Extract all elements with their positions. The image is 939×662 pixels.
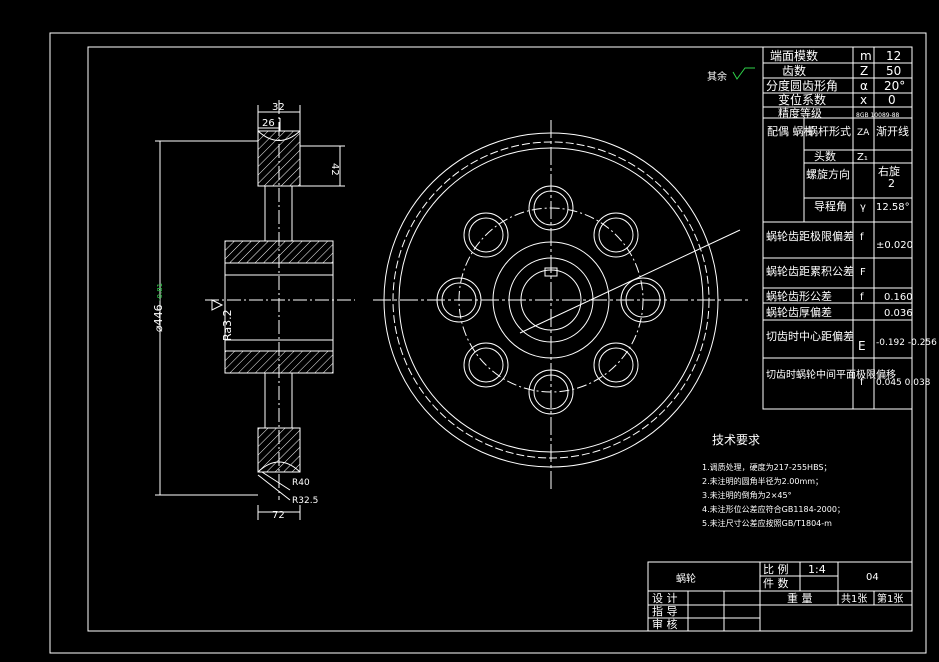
surface-note-label: 其余 (707, 70, 727, 83)
dim-r-outer: R40 (292, 478, 310, 488)
dim-diameter: ⌀446 (152, 304, 165, 332)
tol-val-2: 0.160 (884, 292, 913, 303)
title-review: 审 核 (652, 617, 678, 631)
dim-tolerance: -0.81 (156, 283, 164, 301)
title-scale: 1:4 (808, 563, 826, 576)
tol-sym-1: F (860, 267, 866, 278)
pair-sym-0: ZA (857, 128, 870, 138)
roughness-check-icon (732, 67, 755, 80)
dim-roughness: Ra3.2 (221, 309, 234, 341)
pair-val-2: 右旋 (878, 164, 900, 178)
param-name-0: 端面模数 (770, 48, 818, 63)
pair-val-3: 12.58° (876, 202, 910, 213)
title-design: 设 计 (652, 592, 678, 605)
tol-name-4: 切齿时中心距偏差 (766, 329, 854, 343)
tol-name-3: 蜗轮齿厚偏差 (766, 305, 832, 319)
param-sym-0: m (860, 49, 872, 63)
parameter-table[interactable] (762, 46, 913, 410)
tol-val-5: 0.045 0.038 (876, 378, 931, 388)
param-val-0: 12 (886, 49, 901, 63)
tech-note-4: 4.未注形位公差应符合GB1184-2000； (702, 504, 845, 514)
front-view[interactable] (373, 120, 750, 490)
param-name-4: 精度等级 (778, 106, 822, 120)
pair-val-0: 渐开线 (876, 124, 909, 138)
tech-note-3: 3.未注明的倒角为2×45° (702, 490, 792, 500)
param-name-1: 齿数 (782, 63, 806, 78)
tol-name-2: 蜗轮齿形公差 (766, 289, 832, 303)
tol-val-4: -0.192 -0.256 (876, 338, 937, 348)
param-name-3: 变位系数 (778, 92, 826, 107)
tol-sym-0: f (860, 232, 864, 243)
title-weight-label: 重 量 (787, 591, 813, 605)
tech-note-1: 1.调质处理，硬度为217-255HBS； (702, 462, 832, 472)
param-val-2: 20° (884, 79, 905, 93)
tol-sym-2: f (860, 292, 864, 303)
tol-name-5: 切齿时蜗轮中间平面极限偏移 (766, 368, 896, 381)
pair-sym-1: Z₁ (857, 152, 868, 163)
outer-frame (49, 32, 927, 654)
pair-sym-3: γ (860, 202, 866, 213)
tol-name-1: 蜗轮齿距累积公差 (766, 264, 854, 278)
param-val-1: 50 (886, 64, 901, 78)
pair-val-1: 2 (888, 177, 895, 190)
title-scale-label: 比 例 (763, 562, 789, 576)
dim-tooth-height: 42 (329, 163, 340, 176)
pair-group-label: 配偶 蜗杆 (767, 124, 815, 138)
param-val-3: 0 (888, 93, 896, 107)
param-sym-3: x (860, 93, 867, 107)
title-drawing-no: 04 (866, 572, 879, 583)
pair-name-2: 螺旋方向 (806, 167, 850, 181)
title-count-label: 件 数 (763, 577, 789, 590)
side-section-view[interactable] (155, 100, 355, 520)
param-sym-1: Z (860, 64, 868, 78)
dim-width-inner: 26 (262, 118, 275, 129)
title-part-name: 蜗轮 (676, 572, 696, 585)
tech-note-2: 2.未注明的圆角半径为2.00mm； (702, 476, 823, 486)
param-val-4: 8GB 10089-88 (856, 112, 900, 119)
title-sheets: 共1张 (841, 593, 867, 605)
dim-width-top: 32 (272, 102, 285, 113)
title-guide: 指 导 (652, 604, 678, 618)
pair-name-3: 导程角 (814, 200, 847, 213)
tech-title: 技术要求 (712, 433, 760, 447)
tech-note-5: 5.未注尺寸公差应按照GB/T1804-m (702, 518, 832, 528)
tol-sym-5: f (860, 377, 864, 388)
param-sym-2: α (860, 79, 868, 93)
pair-name-1: 头数 (814, 150, 836, 163)
dim-r-inner: R32.5 (292, 496, 318, 506)
pair-name-0: 蜗杆形式 (807, 124, 851, 138)
dim-bottom-width: 72 (272, 510, 285, 521)
tol-val-3: 0.036 (884, 308, 913, 319)
title-block[interactable] (647, 561, 913, 632)
title-sheet-no: 第1张 (877, 592, 903, 605)
tol-name-0: 蜗轮齿距极限偏差 (766, 229, 854, 243)
param-name-2: 分度圆齿形角 (766, 78, 838, 93)
tol-sym-4: E (858, 339, 866, 353)
tol-val-0: ±0.020 (876, 240, 913, 251)
